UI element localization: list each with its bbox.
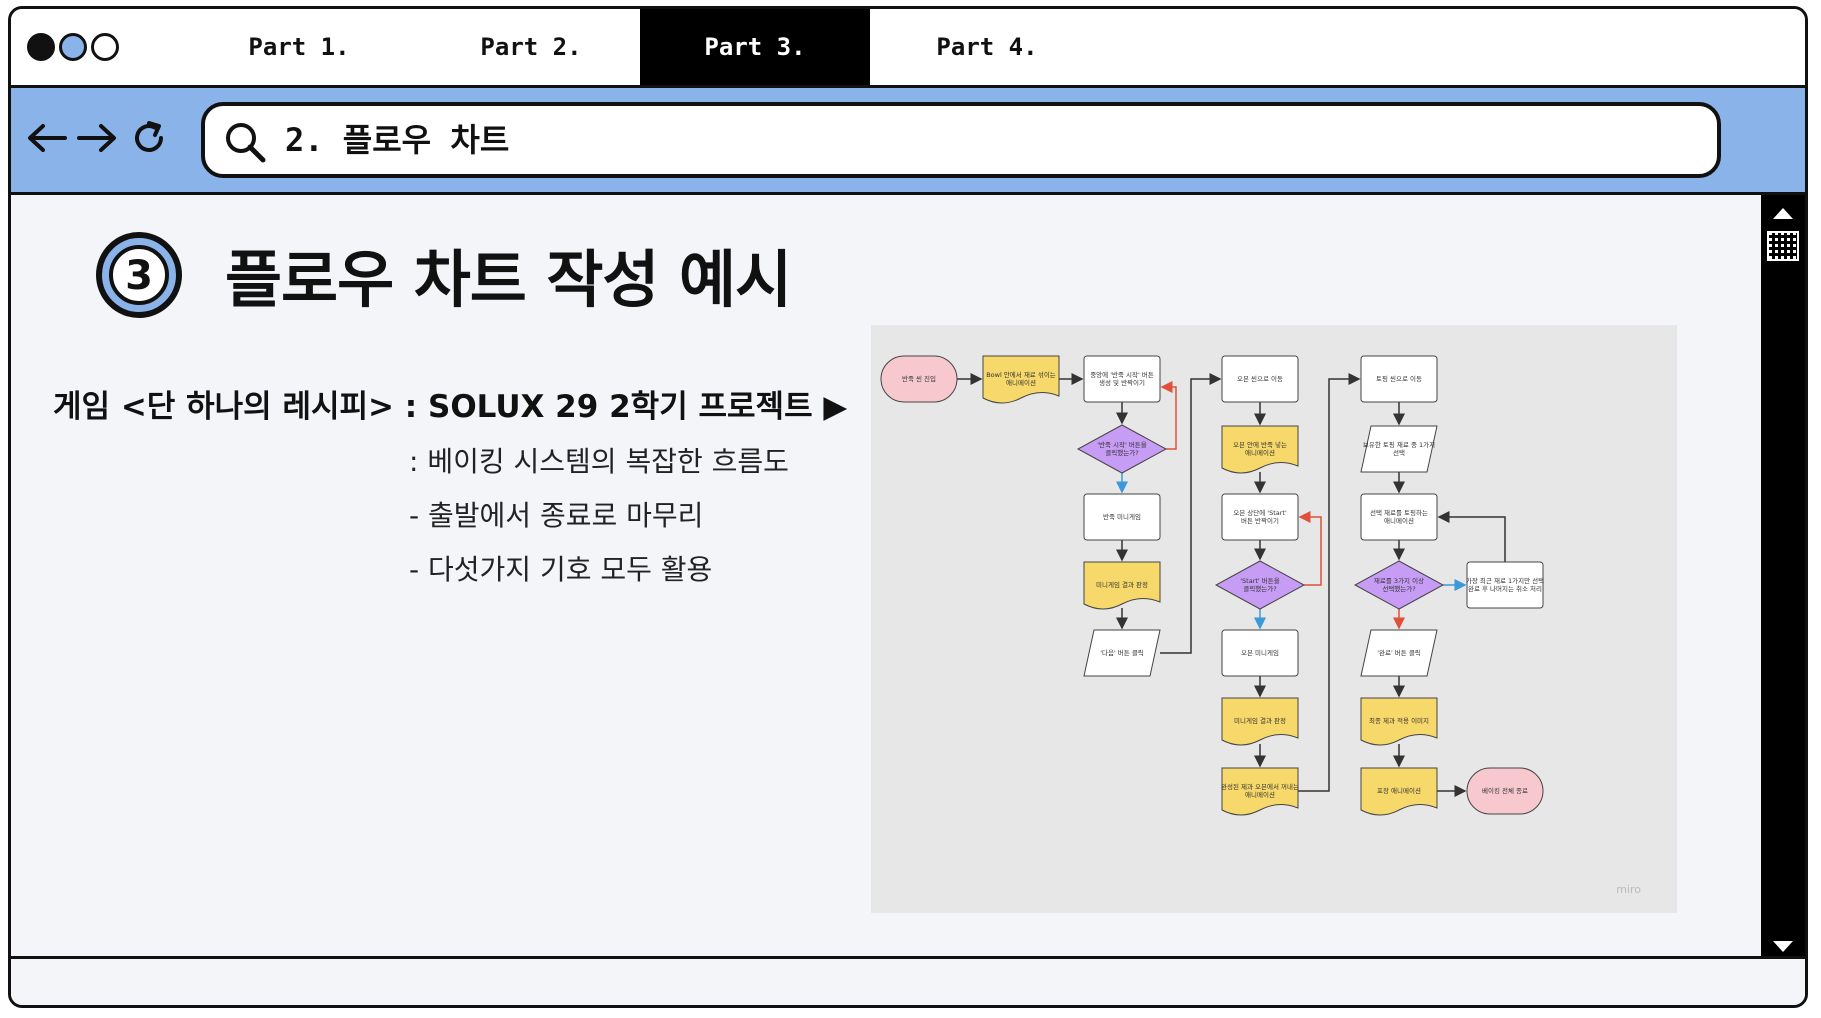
search-input[interactable]: 2. 플로우 차트 [201,102,1721,178]
window-dot-white[interactable] [91,33,119,61]
tab-bar: Part 1. Part 2. Part 3. Part 4. [11,9,1805,88]
flowchart-node-process: 반죽 미니게임 [1083,493,1161,541]
slide-content: 3 플로우 차트 작성 예시 게임 <단 하나의 레시피> : SOLUX 29… [11,195,1764,965]
flowchart-node-process: 토핑 씬으로 이동 [1360,355,1438,403]
flowchart-node-label: 최종 제과 적용 이미지 [1369,716,1429,725]
refresh-icon [135,121,163,152]
scroll-down-icon[interactable] [1761,937,1805,957]
flowchart-watermark: miro [1616,883,1641,896]
badge-number: 3 [125,253,153,299]
refresh-button[interactable] [127,116,171,160]
flowchart-node-document: 미니게임 결과 판정 [1083,561,1161,610]
back-button[interactable] [25,116,69,160]
bullet-item: - 출발에서 종료로 마무리 [409,499,704,532]
flowchart-node-label: 반죽 씬 진입 [902,374,936,383]
scroll-up-icon[interactable] [1761,203,1805,223]
flowchart-node-label: 토핑 씬으로 이동 [1376,374,1422,383]
flowchart-node-label: 오븐 상단에 'Start'버튼 반짝이기 [1233,508,1287,525]
window-controls [27,33,119,61]
flowchart-node-label: 미니게임 결과 판정 [1096,580,1148,589]
flowchart-node-io: '다음' 버튼 클릭 [1083,629,1161,677]
address-bar: 2. 플로우 차트 [11,88,1805,195]
forward-button[interactable] [75,116,119,160]
flowchart-edge [1437,511,1506,562]
flowchart-node-label: 오븐 씬으로 이동 [1237,374,1283,383]
arrow-right-icon [77,124,116,152]
page-title: 플로우 차트 작성 예시 [225,243,792,316]
project-line: 게임 <단 하나의 레시피> : SOLUX 29 2학기 프로젝트 ▶ [53,389,848,425]
flowchart-node-process: 오븐 상단에 'Start'버튼 반짝이기 [1221,493,1299,541]
flowchart-node-terminal: 반죽 씬 진입 [880,355,958,403]
browser-window: Part 1. Part 2. Part 3. Part 4. 2. 플로우 차… [8,6,1808,1008]
flowchart-node-label: 오븐 미니게임 [1241,648,1279,657]
flowchart-node-process: 오븐 미니게임 [1221,629,1299,677]
flowchart-node-label: '완료' 버튼 클릭 [1377,648,1421,657]
tab-part-4[interactable]: Part 4. [936,33,1038,61]
bullet-list: : 베이킹 시스템의 복잡한 흐름도 - 출발에서 종료로 마무리 - 다섯가지… [409,435,789,597]
section-number-badge: 3 [96,232,182,318]
flowchart-node-document: 최종 제과 적용 이미지 [1360,697,1438,746]
arrow-left-icon [28,124,67,152]
flowchart-node-document: 미니게임 결과 판정 [1221,697,1299,746]
tab-part-3[interactable]: Part 3. [640,9,870,85]
flowchart-edge [1160,373,1222,654]
flowchart-node-label: 반죽 미니게임 [1103,512,1141,521]
search-text: 2. 플로우 차트 [285,121,510,159]
flowchart-node-document: 포장 애니메이션 [1360,767,1438,816]
window-dot-black[interactable] [27,33,55,61]
bullet-item: - 다섯가지 기호 모두 활용 [409,553,713,586]
scrollbar[interactable] [1761,195,1805,965]
scroll-thumb[interactable] [1767,231,1799,261]
flowchart-node-io: '완료' 버튼 클릭 [1360,629,1438,677]
flowchart-node-label: 미니게임 결과 판정 [1234,716,1286,725]
tab-part-1[interactable]: Part 1. [248,33,350,61]
flowchart-node-label: '다음' 버튼 클릭 [1100,648,1144,657]
flowchart-node-process: 오븐 씬으로 이동 [1221,355,1299,403]
tab-part-2[interactable]: Part 2. [480,33,582,61]
flowchart-edge [1160,381,1177,450]
flowchart-node-label: 베이킹 전체 종료 [1482,786,1528,795]
flowchart-node-terminal: 베이킹 전체 종료 [1466,767,1544,815]
search-icon [226,123,266,163]
flowchart-edge [1298,373,1361,792]
flowchart-edge [1298,511,1322,586]
bullet-item: : 베이킹 시스템의 복잡한 흐름도 [409,445,789,478]
status-bar [11,956,1805,1005]
window-dot-blue[interactable] [59,33,87,61]
flowchart-node-label: 포장 애니메이션 [1377,786,1421,795]
